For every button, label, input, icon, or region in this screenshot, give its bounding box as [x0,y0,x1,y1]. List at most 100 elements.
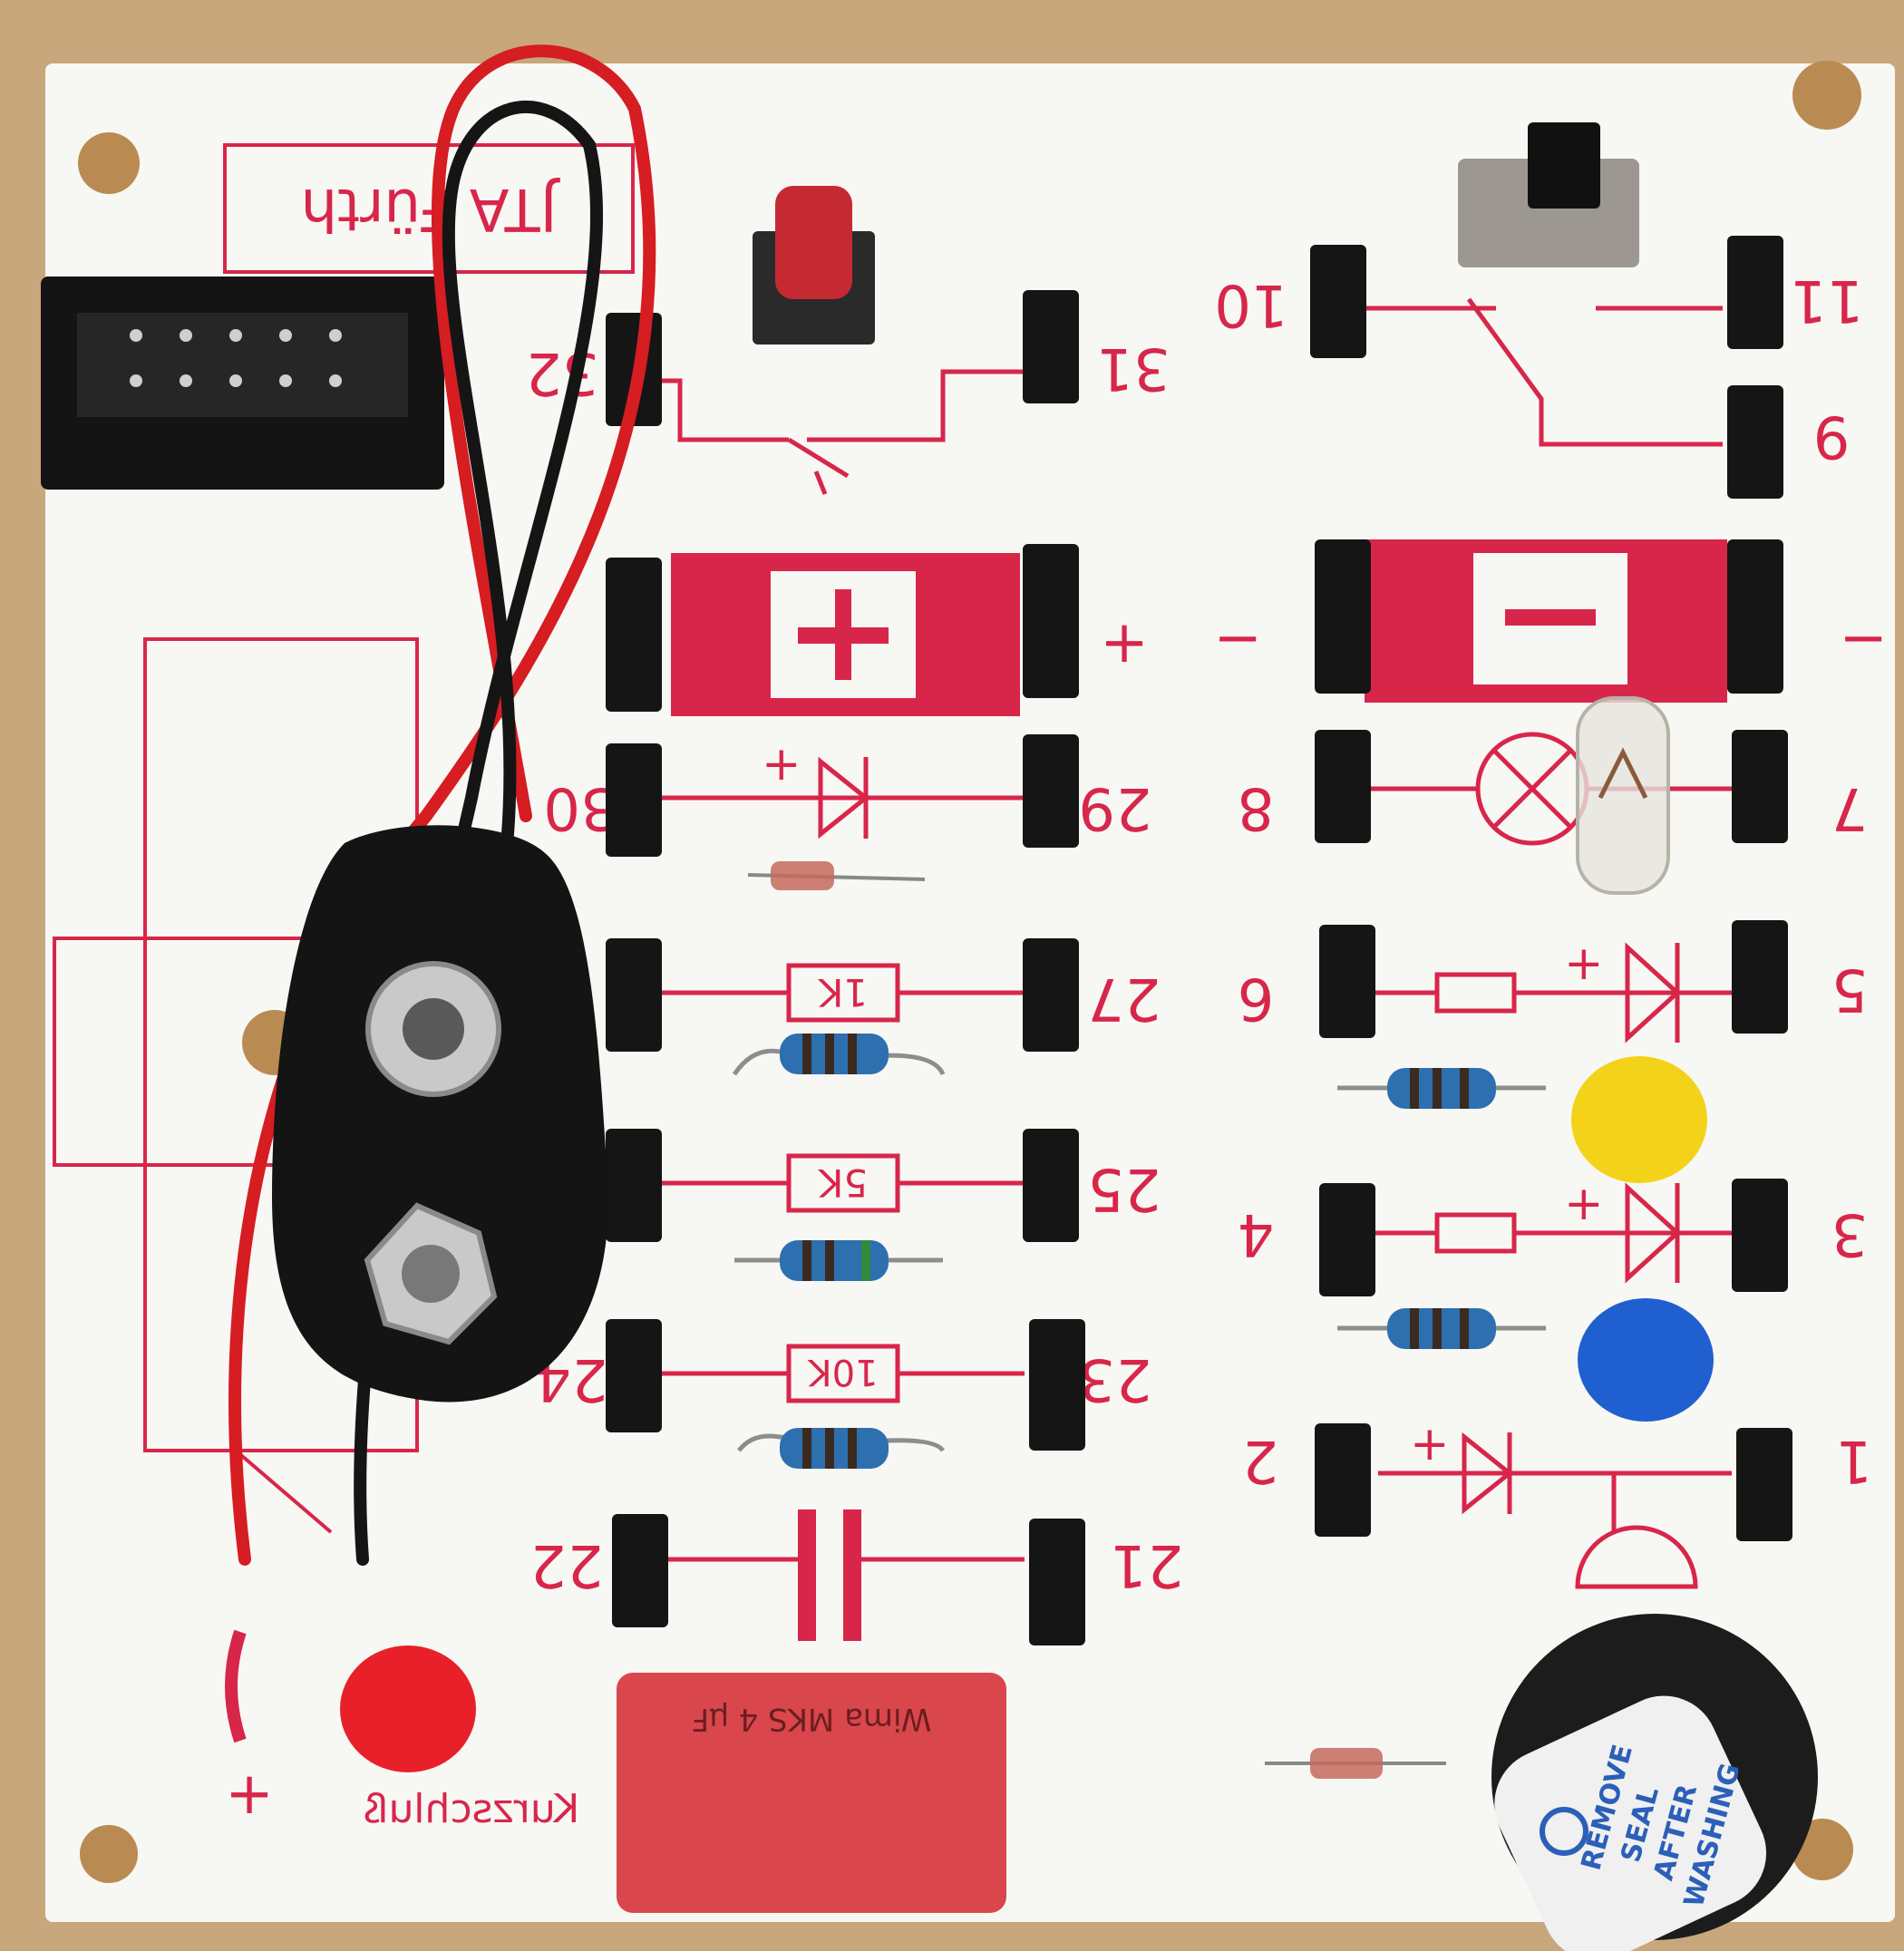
idc-connector [41,277,444,490]
small-diodes [747,861,1446,1779]
led-symbol-5 [1625,942,1681,1043]
minus-rail-label-left: − [1213,605,1262,672]
minus-symbol [1505,609,1596,626]
pin-header-28 [606,938,662,1052]
trace-32 [653,378,789,442]
polarity-small: + + + + [762,737,1604,1471]
label-4: 4 [1238,1200,1275,1267]
label-2: 2 [1242,1427,1279,1494]
label-31: 31 [1096,335,1170,402]
film-capacitor: Wima MKS 4 µF [617,1673,1006,1913]
slide-switch-knob [1528,122,1600,209]
resistor-label-10k: 10K [807,1351,879,1393]
resistor-symbols: 1K 5K 10K [786,963,1517,1403]
mounting-hole [78,132,140,194]
pin-header-8 [1315,730,1371,843]
pin-header-minus-right [1727,539,1783,694]
capacitor-plate [843,1509,861,1641]
pin-labels: 32 31 10 11 9 30 29 8 7 27 6 5 25 4 3 24… [525,267,1872,1598]
capacitor-marking: Wima MKS 4 µF [692,1701,932,1737]
header-text-box [223,143,635,274]
pushbutton [753,186,875,345]
label-23: 23 [1078,1345,1151,1412]
glass-lamp [1576,696,1670,895]
resistor-symbol-led2 [1434,1212,1517,1254]
pin-header-31 [1023,290,1079,403]
pin-header-3 [1732,1179,1788,1292]
capacitor-symbol [798,1509,861,1641]
label-6: 6 [1238,965,1275,1032]
pin-header-2 [1315,1423,1371,1537]
pin-header-1 [1736,1428,1792,1541]
glass-diode [1310,1748,1383,1779]
capacitor-plate [798,1509,816,1641]
pin-header-6 [1319,925,1375,1038]
pin-header-5 [1732,920,1788,1034]
buzzer: REMOVE SEAL AFTER WASHING [1491,1614,1818,1951]
led-blue [1578,1298,1714,1422]
leds [340,1056,1714,1772]
pin-header-30 [606,743,662,857]
lamp-symbol [1492,749,1572,829]
led-symbol-3 [1625,1182,1681,1284]
glass-diode [771,861,834,890]
resistor-symbol-1k [786,963,900,1023]
label-29: 29 [1078,774,1151,841]
trace-31 [807,369,1025,442]
pin-header-24 [606,1319,662,1432]
battery-clip-body [272,825,608,1403]
resistor-label-1k: 1K [817,970,868,1014]
pin-header-4 [1319,1183,1375,1296]
outline-trace [234,1449,333,1534]
resistor-symbol-5k [786,1153,900,1213]
diode-symbol-2-1 [1462,1432,1514,1515]
diode-plus-label: + [1410,1417,1450,1471]
label-32: 32 [525,339,598,406]
mounting-hole [1792,61,1861,130]
label-1: 1 [1836,1427,1873,1494]
pin-header-23 [1029,1319,1085,1451]
pin-header-9 [1727,385,1783,499]
short-circuit-label: Kurzschluß [364,1786,580,1832]
plus-symbol [835,589,851,680]
diode-symbol-30-29 [818,756,870,840]
pin-header-11 [1727,236,1783,349]
plus-rail-label: + [1100,609,1149,676]
diode-symbols [818,756,1698,1589]
pushbutton-symbol [813,471,828,495]
lamp-glass [1576,696,1670,895]
header-text: JTA Fürth [301,175,561,242]
resistor-label-5k: 5K [817,1160,868,1205]
pin-headers [606,236,1792,1645]
pin-header-27 [1023,938,1079,1052]
led-plus-label: + [1564,937,1604,991]
capacitor-body [617,1673,1006,1913]
pin-header-22 [612,1514,668,1627]
label-22: 22 [529,1531,603,1598]
label-11: 11 [1790,267,1863,334]
led-yellow [1571,1056,1707,1183]
pin-header-plus-left [606,558,662,712]
pin-header-25 [1023,1129,1079,1242]
battery-clip [272,825,608,1403]
resistor-symbol-10k [786,1344,900,1403]
label-25: 25 [1087,1155,1161,1222]
label-7: 7 [1831,774,1869,841]
label-8: 8 [1238,774,1275,841]
label-5: 5 [1831,956,1869,1023]
label-27: 27 [1087,965,1161,1032]
buzzer-seal [1494,1695,1767,1951]
label-9: 9 [1813,403,1851,470]
buzzer-symbol [1575,1525,1698,1589]
led-red [340,1645,476,1772]
pin-header-plus-right [1023,544,1079,698]
pin-header-10 [1310,245,1366,358]
idc-pins [130,329,342,387]
switch-symbol [1466,297,1723,447]
battery-snap-center [403,998,464,1060]
buzzer-seal-logo [1540,1807,1588,1856]
short-circuit-trace [225,1629,247,1743]
slide-switch [1458,122,1639,267]
label-3: 3 [1831,1200,1869,1267]
